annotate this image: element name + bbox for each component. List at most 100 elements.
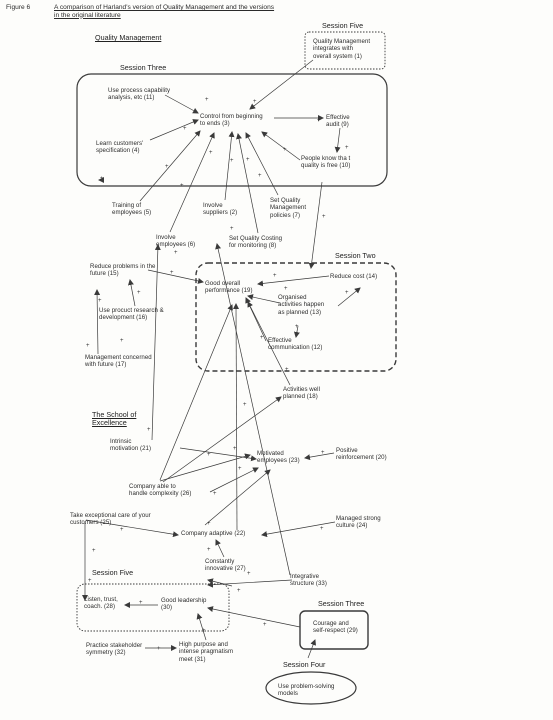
connector-1 — [249, 59, 314, 110]
plus-sign: + — [247, 571, 251, 577]
connector-37 — [207, 579, 293, 588]
plus-sign: + — [139, 600, 143, 606]
node-training-employees: Training of employees (5) — [112, 202, 152, 217]
node-stakeholder-symmetry: Practice stakeholder symmetry (32) — [86, 642, 143, 657]
plus-sign: + — [238, 466, 242, 472]
session-four-ellipse — [265, 671, 357, 705]
header-session-four: Session Four — [283, 660, 326, 669]
node-company-adaptive: Company adaptive (22) — [181, 530, 246, 537]
plus-sign: + — [321, 450, 325, 456]
figure-caption: A comparison of Harland's version of Qua… — [54, 4, 275, 19]
node-qm-integrates: Quality Management integrates with overa… — [313, 38, 371, 60]
node-control-beginning-ends: Control from beginning to ends (3) — [200, 113, 263, 128]
plus-sign: + — [205, 97, 209, 103]
connector-7 — [139, 130, 201, 202]
connector-9 — [245, 132, 279, 196]
plus-sign: + — [284, 286, 288, 292]
node-motivated-employees: Motivated employees (23) — [257, 450, 300, 465]
header-quality-management: Quality Management — [95, 33, 162, 42]
connector-2 — [164, 94, 199, 114]
header-school-of-excellence: The School of Excellence — [92, 410, 137, 428]
header-session-five-bottom: Session Five — [92, 568, 134, 577]
node-problem-solving-models: Use problem-solving models — [278, 683, 335, 698]
session-three-top-box — [76, 73, 388, 187]
connector-21 — [337, 287, 361, 307]
node-effective-communication: Effective communication (12) — [268, 337, 323, 352]
connector-25 — [304, 452, 335, 461]
connector-36 — [215, 243, 291, 576]
header-session-three-bottom: Session Three — [318, 599, 365, 608]
node-effective-audit: Effective audit (9) — [326, 114, 350, 129]
node-management-future: Management concerned with future (17) — [85, 354, 152, 369]
node-integrative-structure: Integrative structure (33) — [290, 573, 327, 588]
connector-32 — [261, 521, 336, 538]
plus-sign: + — [174, 250, 178, 256]
plus-sign: + — [120, 527, 124, 533]
node-care-customers: Take exceptional care of your customers … — [70, 512, 151, 527]
connector-26 — [162, 396, 282, 483]
connector-8 — [224, 131, 235, 201]
connector-5 — [334, 127, 341, 153]
connector-23 — [151, 244, 161, 441]
node-good-overall-performance: Good overall performance (19) — [205, 280, 253, 295]
connector-14 — [147, 269, 204, 284]
connector-40 — [207, 606, 301, 628]
plus-sign: + — [209, 150, 213, 156]
connector-12 — [308, 181, 323, 269]
node-strong-culture: Managed strong culture (24) — [336, 515, 381, 530]
node-involve-suppliers: Involve suppliers (2) — [203, 202, 238, 217]
connector-17 — [293, 325, 300, 338]
plus-sign: + — [295, 324, 299, 330]
plus-sign: + — [100, 176, 104, 182]
header-session-two: Session Two — [335, 251, 376, 260]
plus-sign: + — [246, 157, 250, 163]
plus-sign: + — [258, 173, 262, 179]
node-quality-costing: Set Quality Costing for monitoring (8) — [229, 235, 283, 250]
plus-sign: + — [180, 183, 184, 189]
node-listen-trust-coach: Listen, trust, coach. (28) — [84, 596, 118, 611]
plus-sign: + — [137, 290, 141, 296]
plus-sign: + — [183, 126, 187, 132]
node-reduce-problems: Reduce problems in the future (15) — [90, 263, 156, 278]
node-organised-activities: Organised activities happen as planned (… — [278, 294, 325, 316]
plus-sign: + — [253, 99, 257, 105]
node-process-capability: Use process capability analysis, etc (11… — [108, 87, 171, 102]
node-constantly-innovative: Constantly innovative (27) — [205, 558, 246, 573]
node-learn-customer-spec: Learn customers' specification (4) — [96, 140, 144, 155]
plus-sign: + — [260, 335, 264, 341]
figure-number: Figure 6 — [6, 4, 31, 11]
connector-22 — [247, 301, 291, 386]
connector-31 — [233, 303, 240, 531]
plus-sign: + — [345, 145, 349, 151]
node-involve-employees: Involve employees (6) — [156, 234, 196, 249]
connector-29 — [209, 467, 259, 493]
connector-6 — [261, 131, 301, 161]
connector-27 — [159, 453, 251, 482]
plus-sign: + — [207, 521, 211, 527]
node-activities-well-planned: Activities well planned (18) — [283, 386, 320, 401]
plus-sign: + — [263, 622, 267, 628]
plus-sign: + — [285, 367, 289, 373]
plus-sign: + — [207, 452, 211, 458]
connector-20 — [94, 289, 101, 355]
plus-sign: + — [320, 526, 324, 532]
connector-3 — [149, 119, 199, 141]
plus-sign: + — [170, 270, 174, 276]
plus-sign: + — [120, 338, 124, 344]
plus-sign: + — [86, 343, 90, 349]
plus-sign: + — [98, 298, 102, 304]
plus-sign: + — [283, 147, 287, 153]
session-two-box — [195, 262, 397, 372]
session-five-top-box — [304, 31, 386, 70]
plus-sign: + — [88, 578, 92, 584]
connector-34 — [85, 519, 179, 538]
node-quality-is-free: People know tha t quality is free (10) — [301, 155, 351, 170]
connector-19 — [127, 279, 136, 307]
connector-38 — [207, 578, 233, 587]
plus-sign: + — [202, 628, 206, 634]
node-high-purpose: High purpose and intense pragmatism meet… — [179, 641, 234, 663]
connector-15 — [257, 275, 330, 287]
plus-sign: + — [207, 547, 211, 553]
